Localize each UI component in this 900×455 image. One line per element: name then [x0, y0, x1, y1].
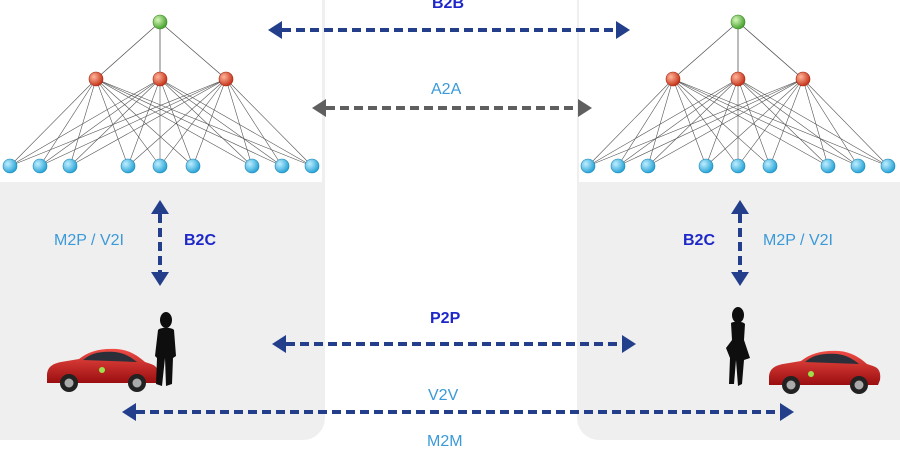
input-node	[730, 158, 746, 174]
input-node	[880, 158, 896, 174]
input-node	[820, 158, 836, 174]
input-node	[274, 158, 290, 174]
b2b-label: B2B	[432, 0, 465, 12]
b2c-arrow-right	[731, 200, 749, 286]
input-node	[610, 158, 626, 174]
hidden-node	[88, 71, 104, 87]
input-node	[2, 158, 18, 174]
input-node	[120, 158, 136, 174]
hidden-node	[665, 71, 681, 87]
car-icon	[769, 350, 881, 394]
input-node	[762, 158, 778, 174]
neural-network-icon	[580, 14, 896, 174]
v2v-label: V2V	[428, 387, 459, 404]
input-node	[640, 158, 656, 174]
input-node	[698, 158, 714, 174]
person-icon	[726, 307, 750, 386]
m2m-label: M2M	[427, 433, 463, 450]
hidden-node	[152, 71, 168, 87]
m2p-v2i-label-left: M2P / V2I	[54, 232, 124, 249]
v2v-arrow	[122, 403, 794, 421]
input-node	[152, 158, 168, 174]
p2p-arrow	[272, 335, 636, 353]
input-node	[32, 158, 48, 174]
input-node	[304, 158, 320, 174]
car-icon	[47, 348, 159, 392]
b2b-arrow	[268, 21, 630, 39]
hidden-node	[730, 71, 746, 87]
output-node	[730, 14, 746, 30]
input-node	[580, 158, 596, 174]
b2c-label-right: B2C	[683, 232, 716, 249]
output-node	[152, 14, 168, 30]
input-node	[244, 158, 260, 174]
arrows	[122, 21, 794, 421]
hidden-node	[795, 71, 811, 87]
m2p-v2i-label-right: M2P / V2I	[763, 232, 833, 249]
p2p-label: P2P	[430, 310, 461, 327]
a2a-arrow	[312, 99, 592, 117]
b2c-arrow-left	[151, 200, 169, 286]
input-node	[185, 158, 201, 174]
person-icon	[155, 312, 176, 386]
a2a-label: A2A	[431, 81, 462, 98]
hidden-node	[218, 71, 234, 87]
b2c-label-left: B2C	[184, 232, 217, 249]
input-node	[850, 158, 866, 174]
neural-network-icon	[2, 14, 320, 174]
input-node	[62, 158, 78, 174]
